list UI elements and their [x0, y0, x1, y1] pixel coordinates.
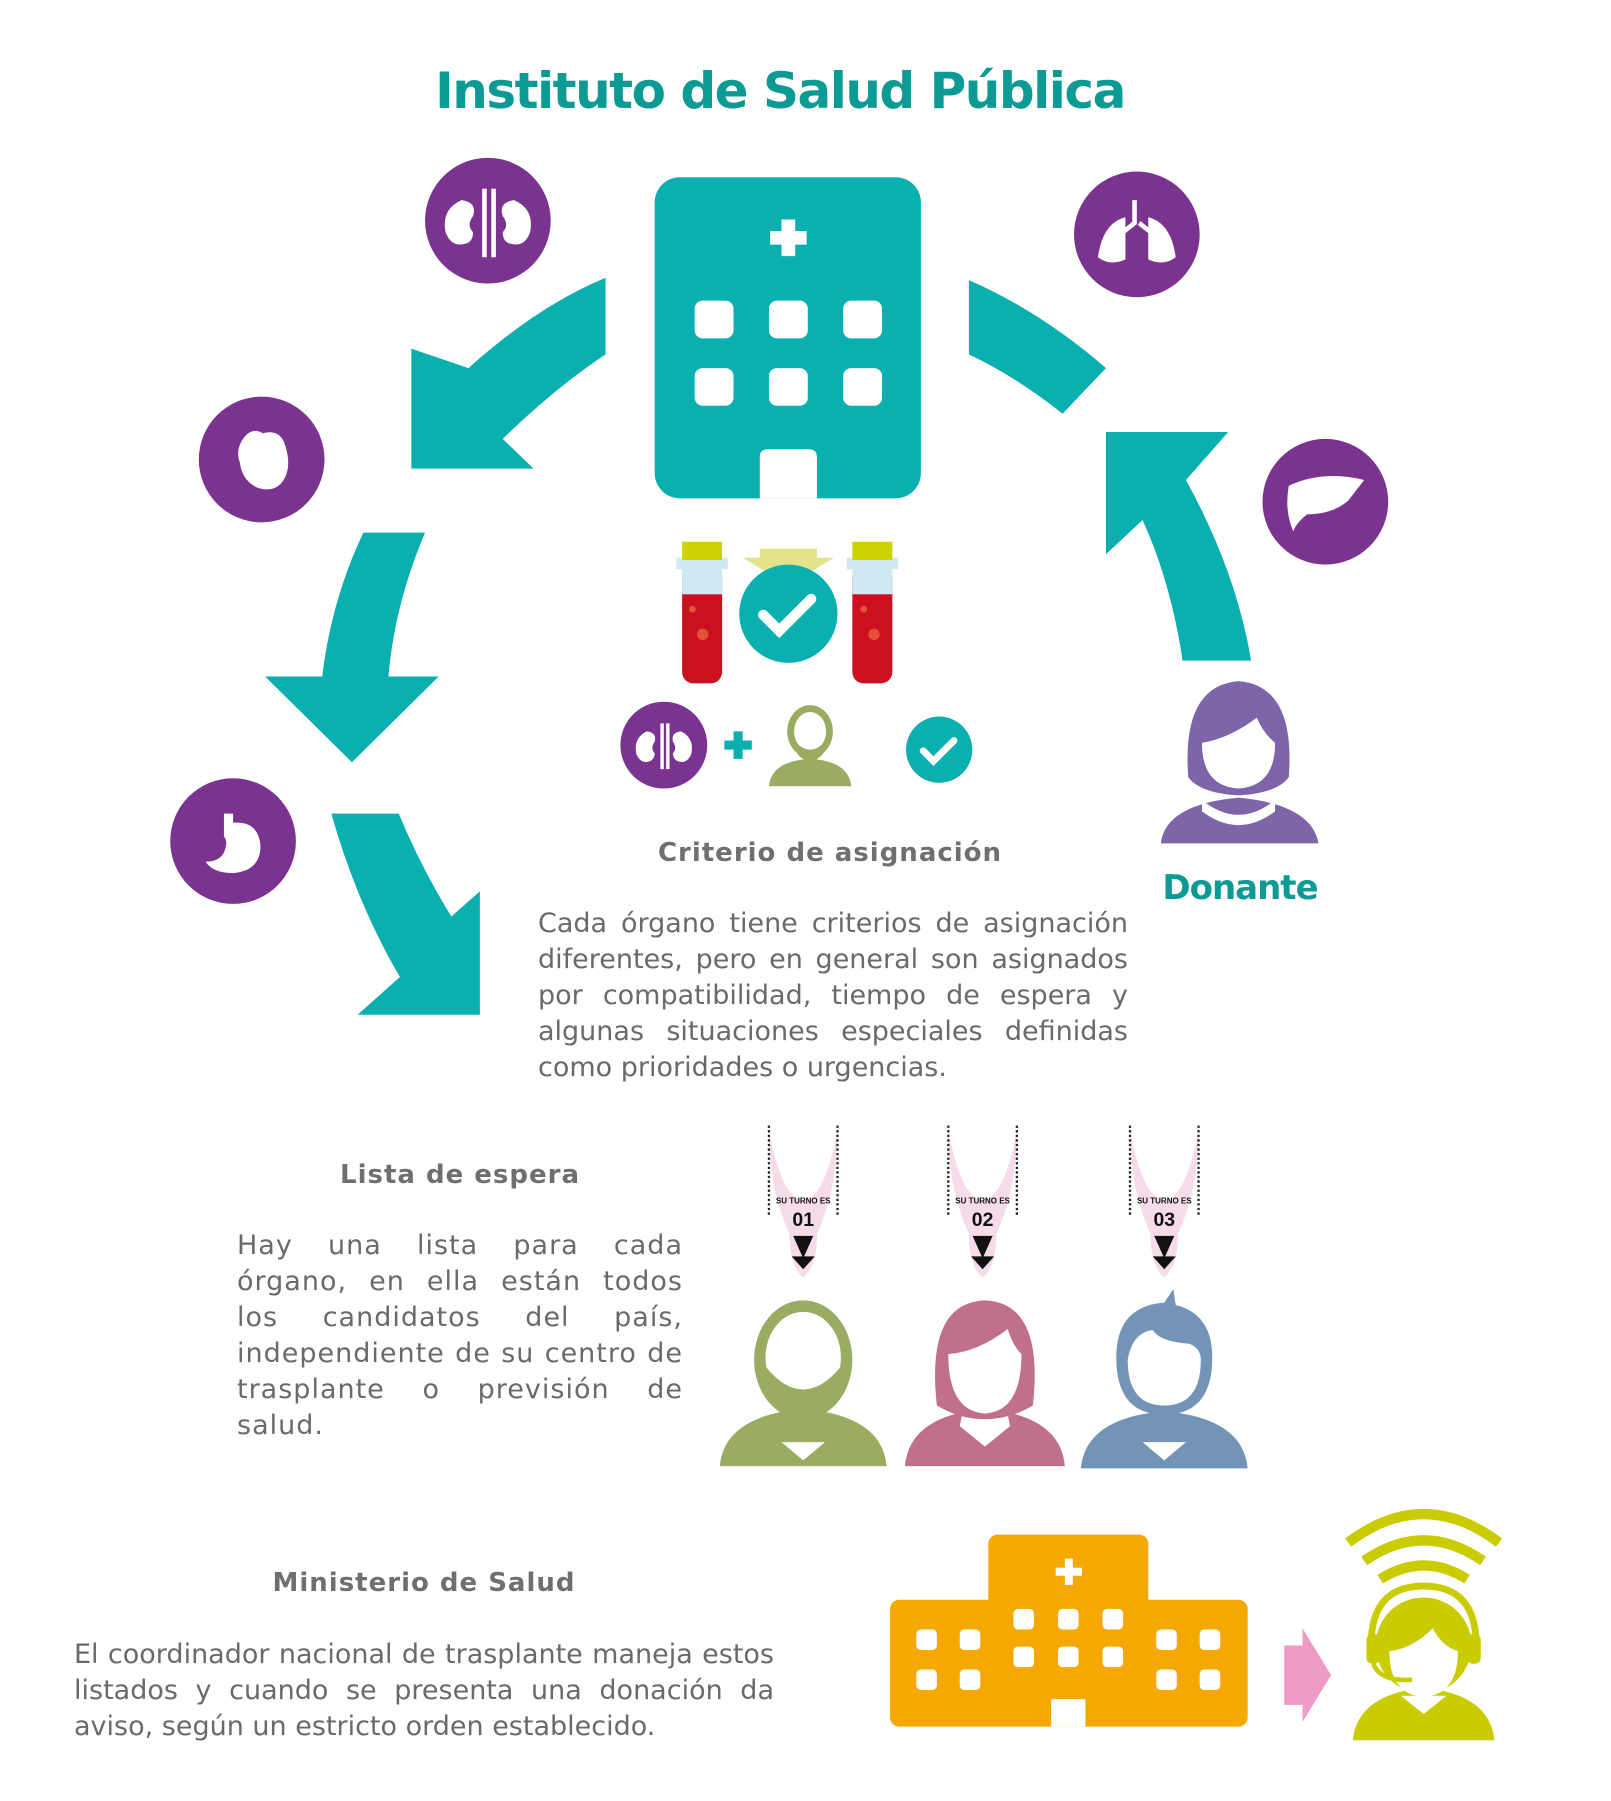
ministry-building-icon [890, 1534, 1248, 1727]
woman-icon [904, 1300, 1065, 1467]
ticket-1 [767, 1125, 839, 1278]
operator-headset-icon [1345, 1508, 1503, 1741]
donor-woman-icon [1160, 681, 1319, 844]
ticket-1-label: SU TURNO ES [776, 1196, 831, 1205]
blood-tube-left-icon [676, 541, 728, 684]
ticket-2 [947, 1125, 1019, 1278]
plus-icon [724, 731, 752, 759]
check-circle-icon [739, 564, 838, 663]
lista-heading: Lista de espera [340, 1160, 580, 1190]
ticket-3-label: SU TURNO ES [1137, 1196, 1192, 1205]
stomach-icon [170, 778, 296, 904]
criterio-heading: Criterio de asignación [657, 838, 1003, 868]
lungs-icon [1074, 171, 1200, 298]
small-check-icon [906, 716, 973, 783]
bearded-man-icon [719, 1300, 887, 1467]
man-icon [1080, 1288, 1248, 1469]
kidney-icon [425, 157, 551, 284]
arrow-top-right [968, 280, 1106, 414]
page-title: Instituto de Salud Pública [435, 62, 1126, 120]
arrow-right-up [1105, 432, 1252, 661]
blood-tube-right-icon [846, 541, 899, 684]
arrow-bottom-left [331, 813, 480, 1015]
small-kidney-icon [620, 701, 708, 789]
criterio-text: Cada órgano tiene criterios de asignació… [538, 908, 1128, 1083]
recipient-man-icon [768, 705, 852, 787]
ministerio-heading: Ministerio de Salud [272, 1568, 576, 1598]
liver-icon [1262, 438, 1389, 565]
heart-icon [198, 396, 325, 523]
ticket-2-number: 02 [972, 1209, 994, 1231]
arrow-top-left [411, 277, 606, 469]
ticket-1-number: 01 [792, 1209, 814, 1231]
hospital-icon [654, 177, 921, 499]
arrow-left-down [265, 532, 439, 763]
lista-text: Hay una lista para cada órgano, en ella … [237, 1230, 683, 1441]
ticket-icons: SU TURNO ES 01 SU TURNO ES 02 SU TURNO E… [767, 1125, 1200, 1278]
ticket-3-number: 03 [1153, 1209, 1175, 1231]
donante-label: Donante [1162, 868, 1318, 908]
pink-arrow-icon [1284, 1628, 1332, 1722]
ticket-3 [1128, 1125, 1200, 1278]
ministerio-text: El coordinador nacional de trasplante ma… [74, 1639, 774, 1742]
ticket-2-label: SU TURNO ES [955, 1196, 1010, 1205]
